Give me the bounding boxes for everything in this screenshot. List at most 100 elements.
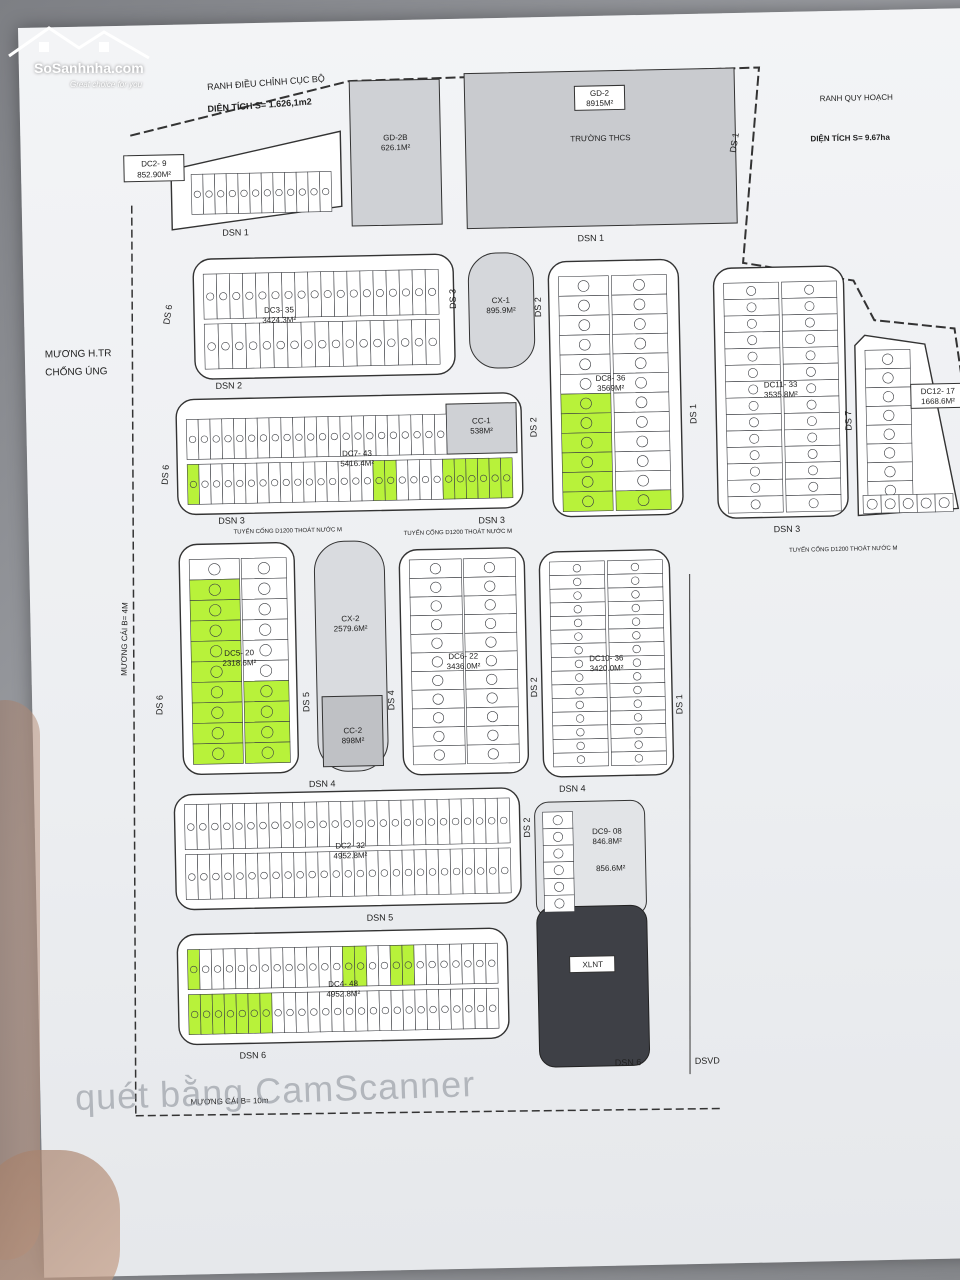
lot-marker [381, 1006, 390, 1015]
lot-marker [249, 964, 257, 972]
lot [464, 613, 518, 634]
lot-marker [308, 870, 316, 879]
lot-marker [290, 340, 299, 349]
lot [273, 322, 289, 369]
lot-marker [749, 417, 759, 428]
lot [390, 989, 404, 1031]
lot [306, 946, 320, 988]
lot [615, 489, 672, 511]
block-dc10-36-code: DC10- 36 [589, 653, 624, 663]
lot-marker [379, 819, 388, 827]
lot [315, 416, 330, 458]
block-cx2-code: CX-2 [341, 614, 360, 623]
lot [333, 270, 349, 317]
lot [291, 461, 305, 503]
lot-marker [750, 499, 761, 510]
lot-marker [320, 870, 328, 878]
lot-marker [554, 898, 565, 909]
lot [199, 993, 214, 1035]
lot [437, 943, 451, 985]
lot [383, 319, 399, 366]
lot [233, 853, 247, 899]
lot-marker [345, 339, 355, 348]
lot [552, 710, 609, 727]
lot-marker [398, 476, 406, 484]
lot-marker [208, 583, 221, 596]
lot [242, 272, 257, 319]
lot [781, 297, 838, 316]
lot [462, 988, 476, 1030]
lot-marker [413, 431, 421, 439]
lot [782, 329, 839, 349]
lot-marker [352, 477, 360, 485]
road-ds7: DS 7 [843, 411, 853, 431]
lot [364, 800, 379, 847]
lot-marker [631, 576, 640, 585]
lot [613, 391, 670, 413]
lot-marker [464, 960, 472, 968]
lot [551, 697, 608, 713]
note-dien-tich-right: DIỆN TÍCH S= 9.67ha [810, 133, 890, 144]
note-tuyen-cong-2: TUYẾN CỐNG D1200 THOÁT NƯỚC M [404, 528, 513, 537]
lot [259, 992, 273, 1034]
lot-marker [552, 815, 563, 826]
lot [552, 724, 609, 740]
note-ranh-quy-hoach: RANH QUY HOẠCH [820, 93, 894, 104]
lot-marker [421, 476, 430, 484]
lot-marker [488, 959, 496, 967]
lot-marker [214, 1010, 223, 1018]
lot [365, 850, 380, 897]
lot-marker [553, 865, 564, 876]
lot [485, 942, 499, 984]
lot-marker [271, 821, 279, 829]
lot [607, 600, 664, 616]
lot [465, 669, 519, 690]
lot-marker [389, 431, 398, 439]
lot-marker [430, 581, 442, 593]
block-cx1-code: CX-1 [492, 296, 511, 305]
lot [484, 797, 499, 844]
lot [609, 695, 666, 712]
lot [611, 313, 668, 335]
lot-marker [576, 728, 585, 737]
lot-marker [310, 290, 319, 299]
lot-marker [329, 477, 337, 486]
lot-marker [806, 399, 817, 410]
lot-marker [553, 848, 564, 859]
lot [543, 894, 575, 913]
lot [497, 847, 512, 894]
lot-marker [400, 338, 410, 347]
lot-marker [224, 480, 232, 488]
lot [281, 852, 295, 898]
lot-marker [200, 873, 208, 881]
lot-marker [392, 961, 401, 969]
lot [372, 270, 388, 316]
lot-marker [356, 962, 365, 970]
lot-marker [578, 319, 591, 331]
lot-marker [224, 872, 232, 880]
lot-marker [355, 819, 363, 828]
lot [550, 628, 607, 645]
lot [256, 802, 270, 849]
block-cc1-code: CC-1 [472, 416, 491, 425]
lot [196, 803, 210, 850]
lot-marker [298, 1008, 306, 1016]
lot [553, 751, 609, 768]
lot [197, 853, 211, 900]
block-dc4-48-area: 4952.8M² [326, 989, 360, 999]
block-cx2-area: 2579.6M² [334, 624, 368, 634]
road-ds6-b: DS 6 [160, 464, 171, 485]
block-dc8-36-code: DC8- 36 [595, 373, 626, 383]
lot-marker [284, 871, 292, 879]
lot-marker [632, 644, 641, 654]
lot [307, 171, 321, 213]
lot [270, 947, 284, 989]
lot [249, 172, 263, 214]
lot-marker [883, 428, 895, 440]
lot-marker [631, 590, 640, 599]
lot-marker [297, 963, 305, 971]
lot [610, 723, 667, 739]
lot-marker [345, 962, 353, 970]
road-dsn4-right: DSN 4 [559, 783, 586, 794]
lot-marker [205, 190, 213, 198]
